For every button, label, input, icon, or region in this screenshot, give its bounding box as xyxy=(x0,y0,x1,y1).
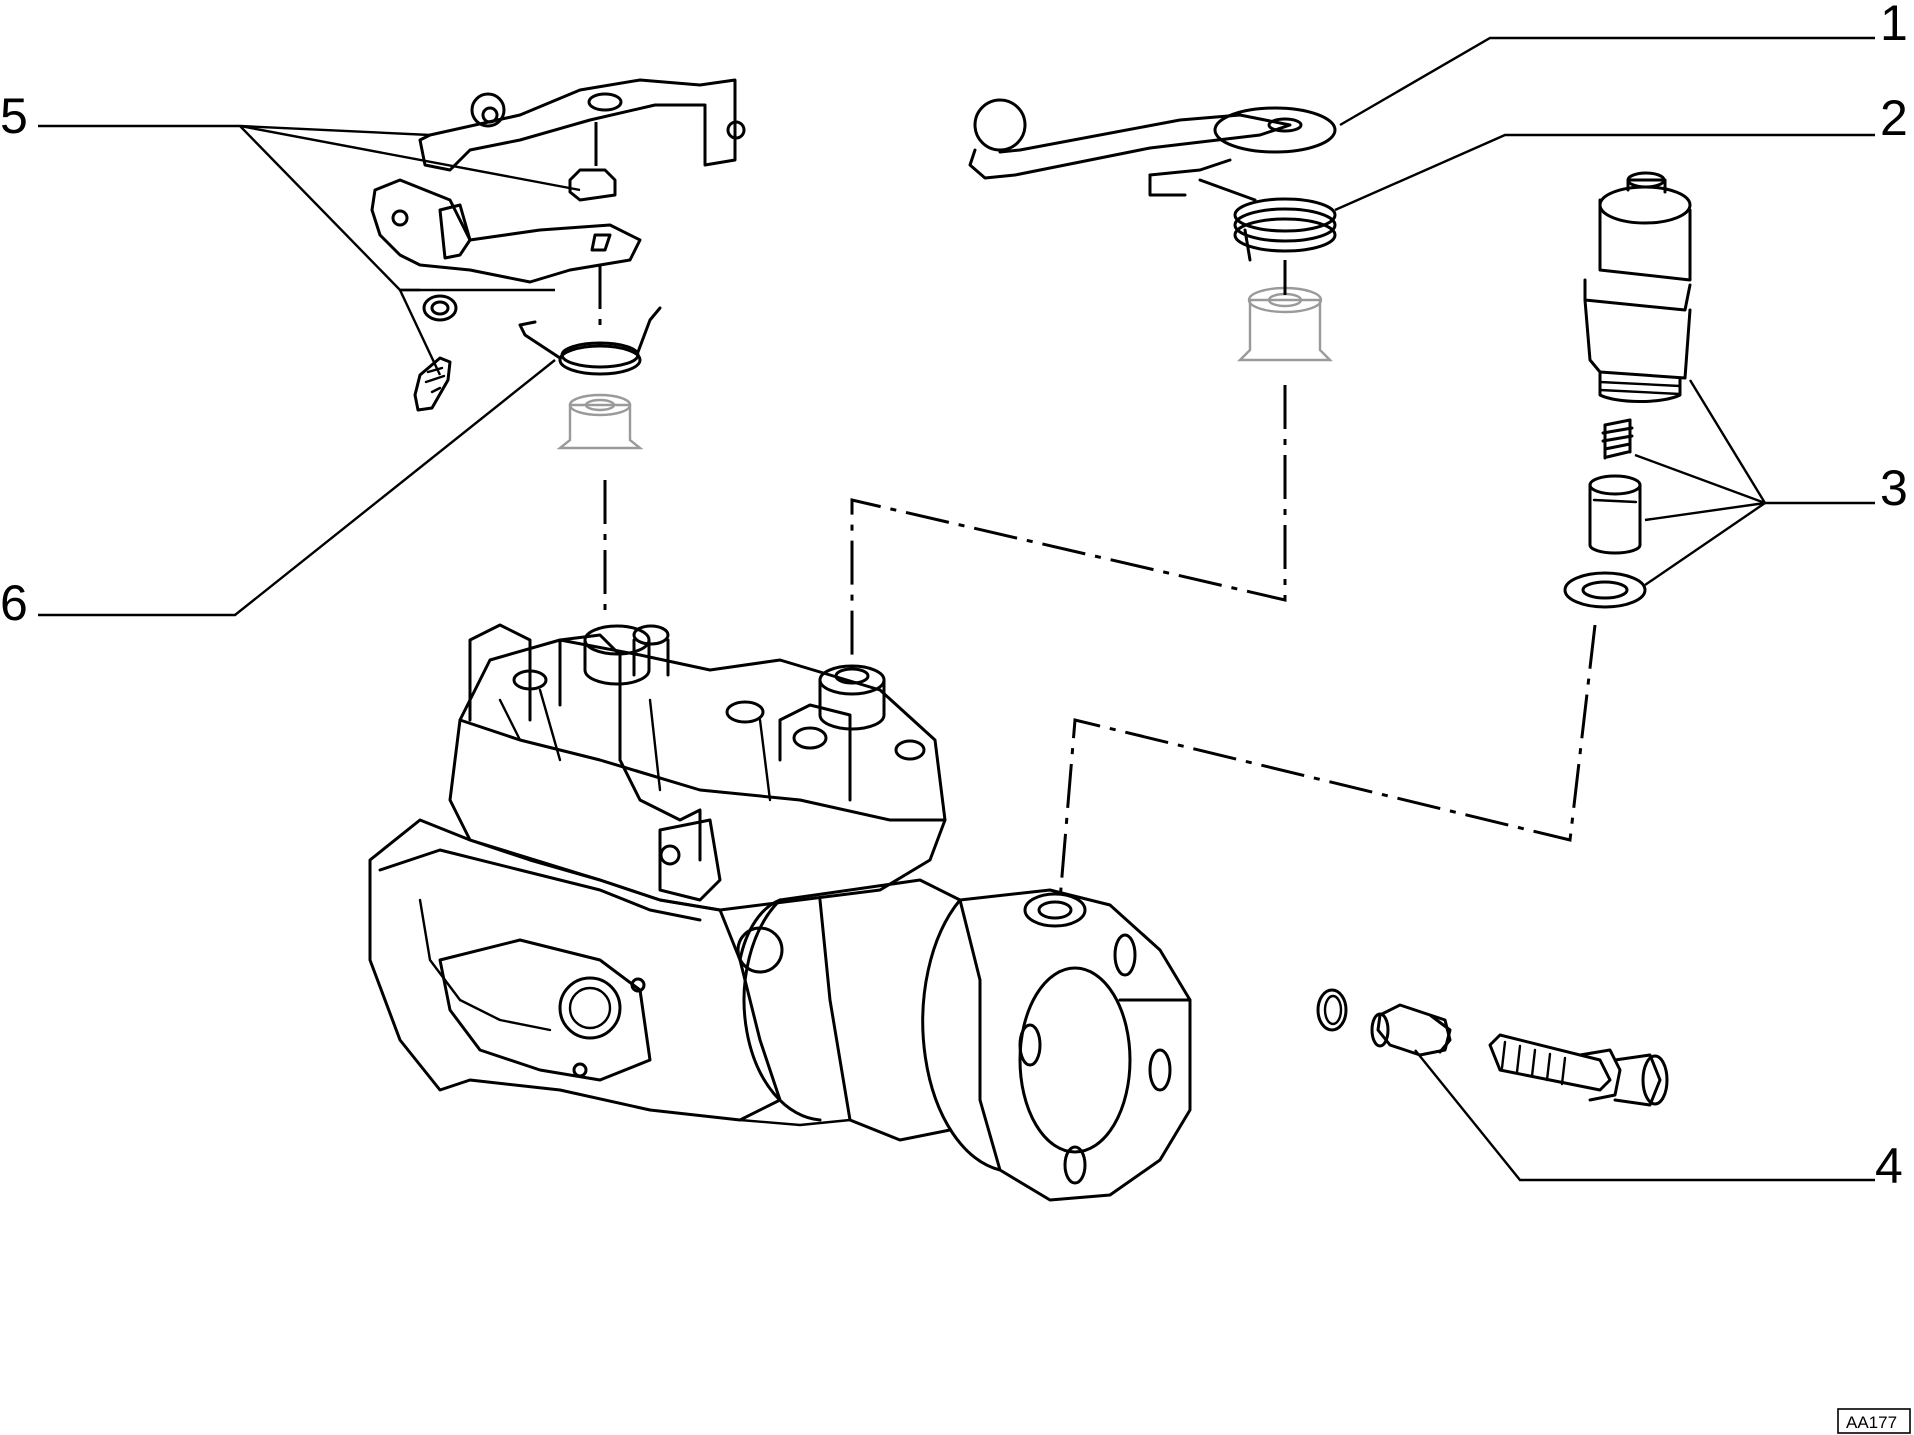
sealing-washer xyxy=(1563,571,1647,609)
assembly-centre-lines xyxy=(594,122,1597,901)
callout-leaders xyxy=(38,36,1875,1182)
solenoid-plunger xyxy=(1588,474,1642,555)
injection-pump-body xyxy=(368,623,1192,1202)
callout-4: 4 xyxy=(1875,1138,1903,1194)
return-spring xyxy=(1198,178,1337,262)
solenoid-spring xyxy=(1601,418,1634,460)
drawing-code: AA177 xyxy=(1846,1413,1897,1432)
lever-spring xyxy=(518,306,662,376)
sensor-fitting xyxy=(1370,1003,1452,1057)
callout-3: 3 xyxy=(1880,460,1908,516)
bushing-right xyxy=(1237,286,1333,362)
stop-solenoid xyxy=(1583,171,1692,404)
throttle-lever xyxy=(968,98,1337,197)
callout-2: 2 xyxy=(1880,90,1908,146)
callout-1: 1 xyxy=(1880,0,1908,51)
lever-bracket-assembly xyxy=(370,78,746,412)
bushing-left xyxy=(556,393,644,450)
o-ring-small xyxy=(1316,988,1348,1032)
callout-5: 5 xyxy=(0,88,28,144)
drawing-code-box: AA177 xyxy=(1837,1408,1911,1434)
callout-6: 6 xyxy=(0,575,28,631)
banjo-bolt xyxy=(1488,1033,1669,1107)
